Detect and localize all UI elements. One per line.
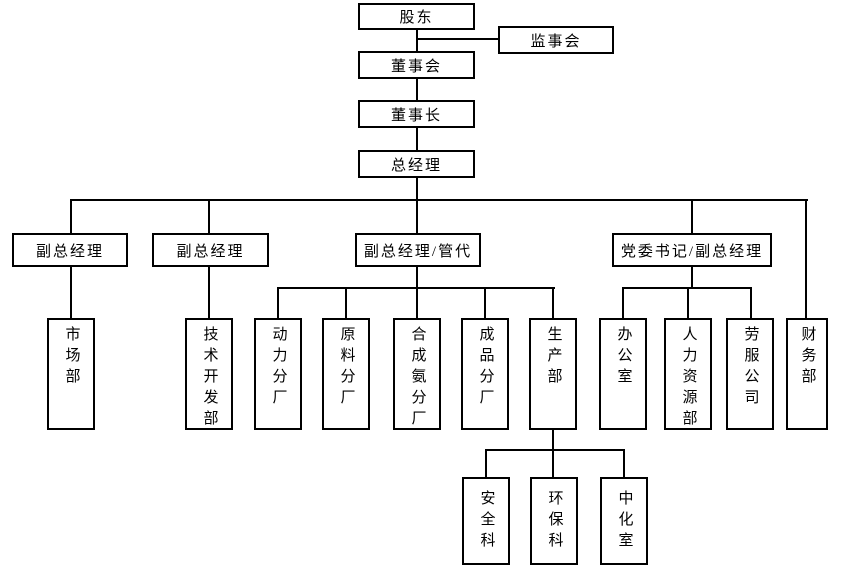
node-label: 董事长: [390, 107, 442, 124]
drop-ammonia-branch: [416, 287, 418, 319]
drop-env-section: [552, 449, 554, 478]
node-chairman: 董事长: [358, 100, 475, 128]
node-power-branch: 动力分厂: [254, 318, 302, 430]
node-label: 财务部: [799, 326, 816, 389]
connector-party-bus3: [691, 267, 693, 289]
main-bus: [70, 199, 808, 201]
node-label: 副总经理: [35, 243, 104, 260]
connector-board-chairman: [416, 78, 418, 101]
node-label: 合成氨分厂: [409, 326, 426, 431]
node-label: 中化室: [616, 490, 633, 553]
node-hr-dept: 人力资源部: [664, 318, 712, 431]
drop-deputy-gm-1: [70, 199, 72, 234]
drop-finance-dept: [805, 199, 807, 319]
drop-finished-goods-branch: [484, 287, 486, 319]
node-label: 安全科: [478, 490, 495, 553]
drop-raw-material-branch: [345, 287, 347, 319]
drop-deputy-gm-2: [208, 199, 210, 234]
connector-deputy2-techdev: [208, 267, 210, 319]
drop-power-branch: [277, 287, 279, 319]
node-label: 动力分厂: [270, 326, 287, 410]
connector-gm-bus: [416, 177, 418, 201]
drop-hr-dept: [687, 287, 689, 319]
drop-production-dept: [552, 287, 554, 319]
node-label: 环保科: [546, 490, 563, 553]
connector-chairman-gm: [416, 127, 418, 151]
node-marketing-dept: 市场部: [47, 318, 95, 430]
node-label: 董事会: [390, 58, 442, 75]
node-safety-section: 安全科: [462, 477, 510, 565]
node-label: 人力资源部: [680, 326, 697, 431]
node-general-manager: 总经理: [358, 150, 475, 178]
drop-safety-section: [485, 449, 487, 478]
node-env-protection-section: 环保科: [530, 477, 578, 565]
node-label: 劳服公司: [742, 326, 759, 410]
connector-supervisory-board: [416, 38, 500, 40]
node-deputy-gm-1: 副总经理: [12, 233, 128, 267]
node-label: 副总经理/管代: [363, 243, 473, 260]
node-raw-material-branch: 原料分厂: [322, 318, 370, 430]
connector-shareholders-board: [416, 29, 418, 52]
node-office: 办公室: [599, 318, 647, 430]
node-label: 股东: [399, 10, 434, 26]
node-supervisory-board: 监事会: [498, 26, 614, 54]
node-party-secretary-deputy-gm: 党委书记/副总经理: [612, 233, 772, 267]
node-label: 办公室: [615, 326, 632, 389]
connector-production-bus4: [552, 429, 554, 451]
drop-party-secretary: [691, 199, 693, 234]
bus-production-sections: [485, 449, 625, 451]
node-central-chem-lab: 中化室: [600, 477, 648, 565]
node-board-of-directors: 董事会: [358, 51, 475, 79]
node-label: 党委书记/副总经理: [620, 243, 764, 260]
node-finance-dept: 财务部: [786, 318, 828, 430]
node-label: 市场部: [63, 326, 80, 389]
node-deputy-gm-2: 副总经理: [152, 233, 269, 267]
node-label: 原料分厂: [338, 326, 355, 410]
node-production-dept: 生产部: [529, 318, 577, 430]
drop-office: [622, 287, 624, 319]
node-tech-dev-dept: 技术开发部: [185, 318, 233, 431]
node-label: 技术开发部: [201, 326, 218, 431]
connector-rep-bus2: [416, 267, 418, 289]
node-label: 副总经理: [176, 243, 245, 260]
drop-central-lab: [623, 449, 625, 478]
node-label: 监事会: [530, 33, 582, 50]
node-deputy-gm-rep: 副总经理/管代: [355, 233, 481, 267]
node-label: 生产部: [545, 326, 562, 389]
node-finished-goods-branch: 成品分厂: [461, 318, 509, 430]
node-ammonia-branch: 合成氨分厂: [393, 318, 441, 431]
node-labor-service-co: 劳服公司: [726, 318, 774, 430]
node-shareholders: 股东: [358, 3, 475, 30]
node-label: 总经理: [390, 157, 442, 174]
node-label: 成品分厂: [477, 326, 494, 410]
drop-deputy-gm-rep: [416, 199, 418, 234]
connector-deputy1-marketing: [70, 267, 72, 319]
drop-labor-service: [750, 287, 752, 319]
